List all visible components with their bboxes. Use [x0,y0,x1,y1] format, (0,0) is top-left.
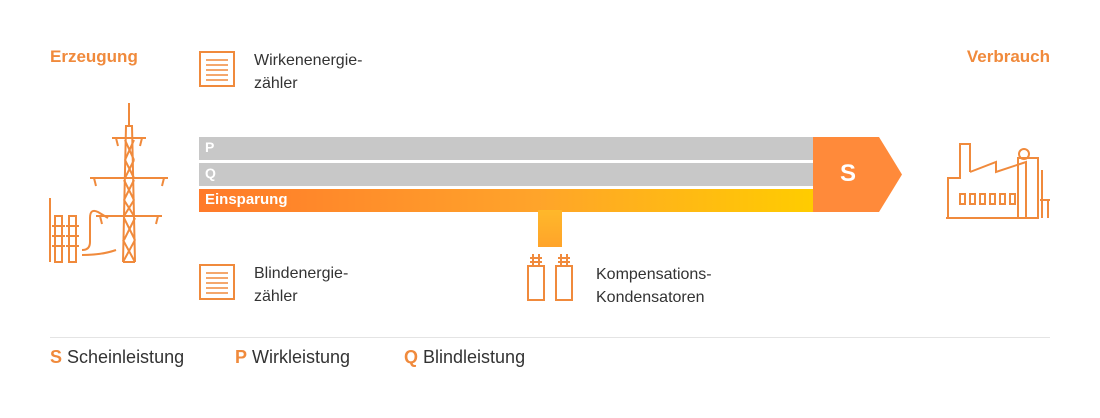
reactive-power-bar: Q [199,163,813,186]
legend-key-p: P [235,347,248,367]
active-meter-label: Wirkenenergie- zähler [254,49,362,95]
reactive-meter-icon [199,264,235,300]
legend-key-q: Q [404,347,419,367]
legend-divider [50,337,1050,338]
reactive-meter-label: Blindenergie- zähler [254,262,348,308]
generation-graphic [49,103,168,263]
generation-label: Erzeugung [50,47,138,66]
legend-text-s: Scheinleistung [67,347,185,367]
reactive-meter-label-line2: zähler [254,288,298,305]
legend-text-q: Blindleistung [423,347,526,367]
factory-icon [946,143,1050,219]
savings-bar: Einsparung [199,189,813,212]
capacitors-label-line2: Kondensatoren [596,289,705,306]
consumption-label: Verbrauch [966,47,1050,66]
capacitor-connector [538,210,562,247]
reactive-power-bar-label: Q [205,165,216,181]
capacitors-label: Kompensations- Kondensatoren [596,263,712,309]
active-meter-icon [199,51,235,87]
transformer-icon [49,198,117,263]
legend-text-p: Wirkleistung [252,347,351,367]
capacitors-label-line1: Kompensations- [596,266,712,283]
capacitor-icon [527,254,573,301]
reactive-meter-label-line1: Blindenergie- [254,265,349,282]
active-power-bar-label: P [205,139,215,155]
active-meter-label-line2: zähler [254,75,298,92]
apparent-power-arrow [813,137,902,212]
savings-bar-label: Einsparung [205,191,288,208]
transmission-tower-icon [90,103,168,263]
active-power-bar: P [199,137,813,160]
active-meter-label-line1: Wirkenenergie- [254,52,363,69]
legend-key-s: S [50,347,63,367]
apparent-power-label: S [839,160,856,187]
